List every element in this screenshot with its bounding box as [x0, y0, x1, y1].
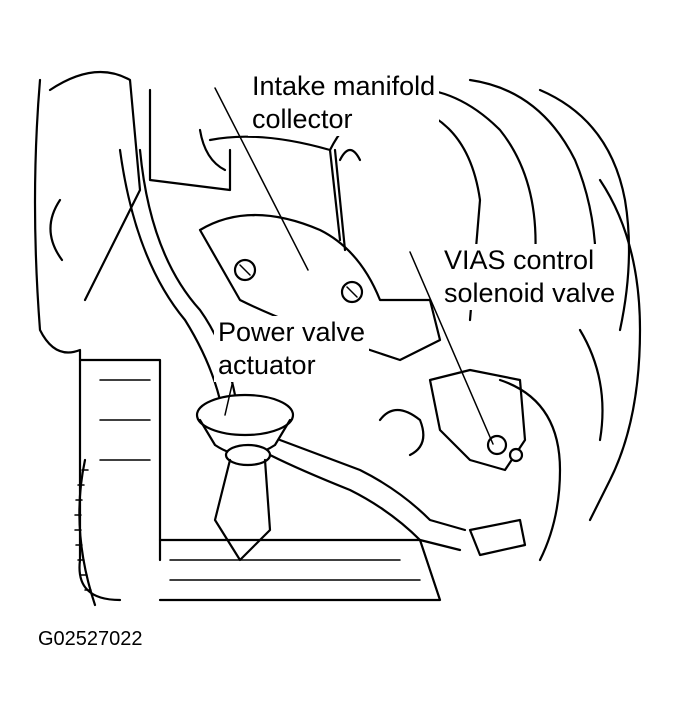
label-intake-line2: collector — [252, 104, 353, 134]
label-vias-control-solenoid-valve: VIAS control solenoid valve — [440, 244, 620, 310]
label-power-line2: actuator — [218, 350, 316, 380]
power-valve-actuator-part — [195, 393, 295, 562]
leader-vias — [409, 251, 494, 445]
label-intake-manifold-collector: Intake manifold collector — [248, 70, 440, 136]
label-vias-line1: VIAS control — [444, 245, 595, 275]
vias-solenoid-part — [378, 368, 527, 557]
vacuum-hose — [118, 148, 467, 552]
left-engine-block — [33, 70, 162, 602]
label-power-line1: Power valve — [218, 317, 366, 347]
lower-block — [158, 328, 604, 602]
leader-intake — [214, 87, 309, 271]
figure-id: G02527022 — [38, 628, 143, 650]
crank-pulley — [74, 458, 97, 607]
label-power-valve-actuator: Power valve actuator — [214, 316, 370, 382]
label-vias-line2: solenoid valve — [444, 278, 616, 308]
collector-body — [198, 148, 442, 362]
label-intake-line1: Intake manifold — [252, 71, 436, 101]
